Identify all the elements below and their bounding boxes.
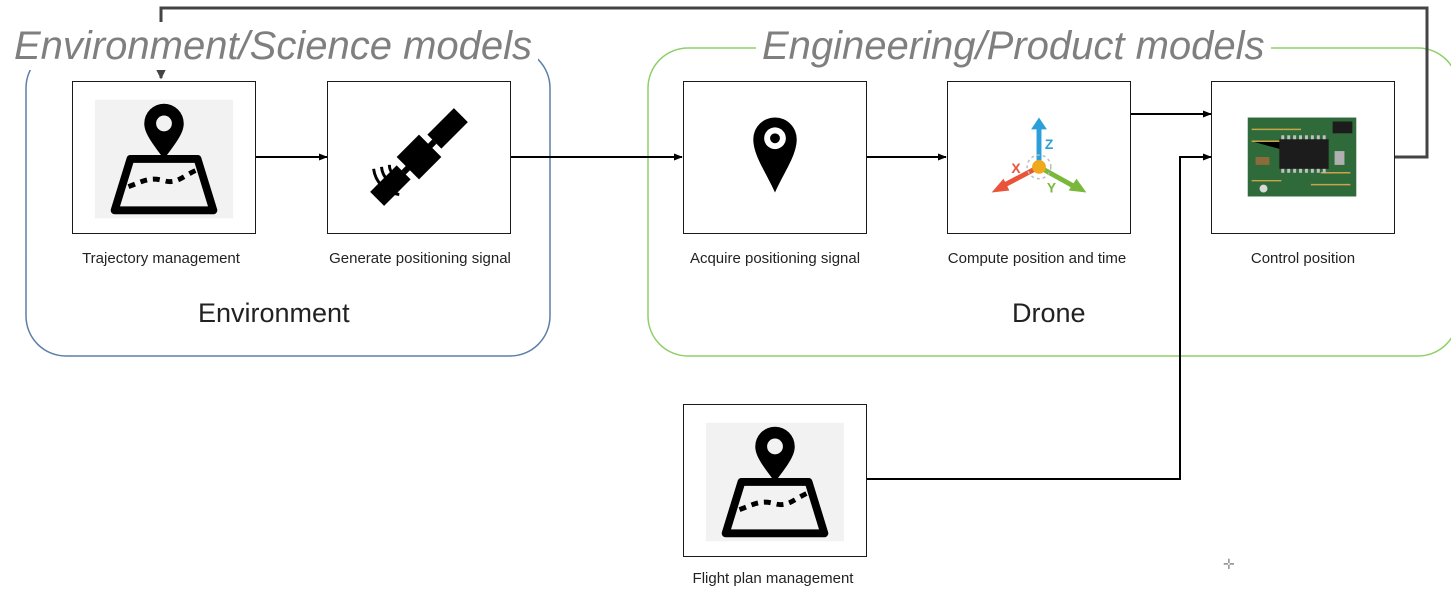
map-pin-icon	[94, 99, 234, 219]
flight-plan-management-block[interactable]	[683, 404, 867, 557]
flight-plan-management-label: Flight plan management	[692, 570, 854, 587]
generate-positioning-signal-block[interactable]	[327, 81, 511, 234]
trajectory-management-block[interactable]	[72, 81, 256, 234]
y-axis-label: Y	[1047, 180, 1056, 196]
compute-position-and-time-label: Compute position and time	[947, 250, 1127, 267]
z-axis-label: Z	[1045, 136, 1054, 152]
compute-position-and-time-block[interactable]: Z X Y	[947, 81, 1131, 234]
map-pin-icon	[705, 422, 845, 542]
location-pin-icon	[753, 117, 797, 193]
environment-group-label: Environment	[198, 298, 350, 328]
control-position-label: Control position	[1250, 250, 1356, 267]
crosshair-cursor-icon: ✛	[1223, 556, 1235, 572]
circuit-board-icon	[1247, 117, 1357, 197]
acquire-positioning-signal-block[interactable]	[683, 81, 867, 234]
connector-flightplan-to-control	[866, 153, 1212, 480]
control-position-block[interactable]	[1211, 81, 1395, 234]
engineering-product-models-heading: Engineering/Product models	[756, 22, 1271, 70]
xyz-axes-icon: Z X Y	[991, 117, 1087, 196]
environment-science-models-heading: Environment/Science models	[8, 22, 539, 70]
acquire-positioning-signal-label: Acquire positioning signal	[689, 250, 861, 267]
drone-group-label: Drone	[1012, 298, 1086, 328]
generate-positioning-signal-label: Generate positioning signal	[329, 250, 511, 267]
trajectory-management-label: Trajectory management	[82, 250, 240, 267]
x-axis-label: X	[1011, 160, 1021, 176]
satellite-icon	[370, 108, 468, 206]
